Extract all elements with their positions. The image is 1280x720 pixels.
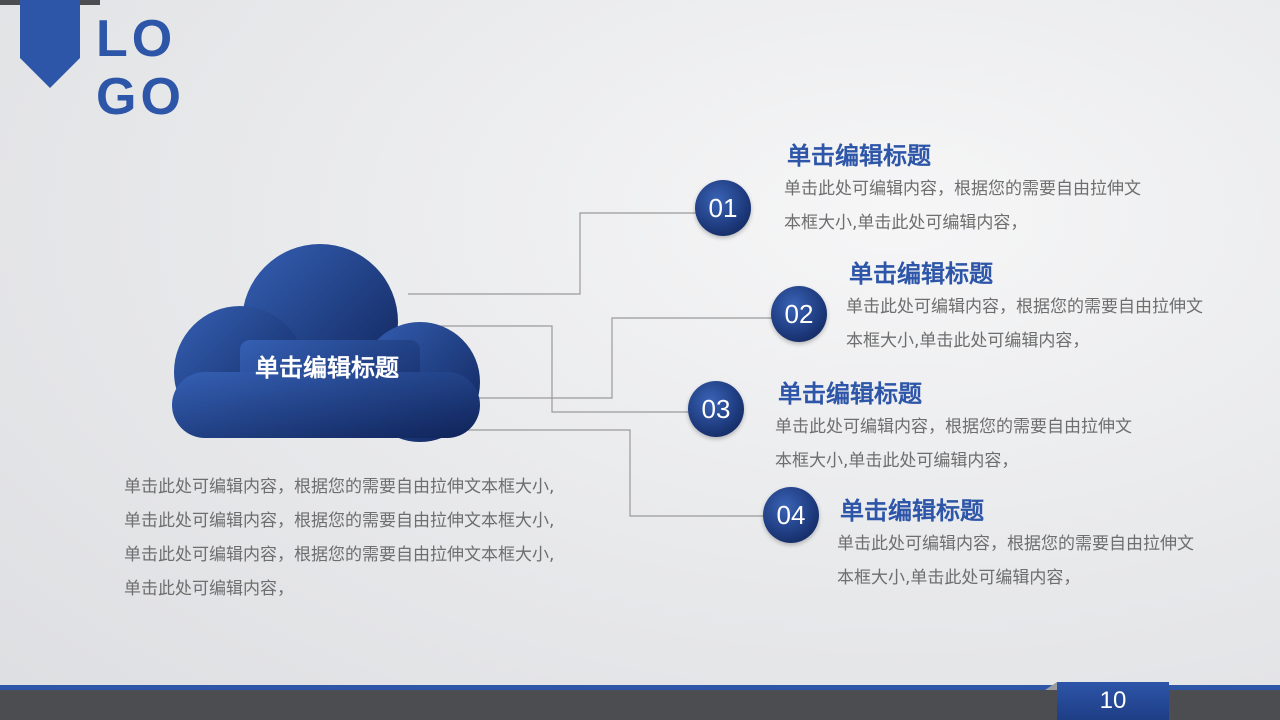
item-number-badge: 03 (688, 381, 744, 437)
item-title: 单击编辑标题 (787, 142, 931, 170)
item-description: 单击此处可编辑内容，根据您的需要自由拉伸文本框大小,单击此处可编辑内容， (775, 417, 1132, 471)
item-title: 单击编辑标题 (840, 497, 984, 525)
item-description: 单击此处可编辑内容，根据您的需要自由拉伸文本框大小,单击此处可编辑内容， (784, 179, 1141, 233)
item-description: 单击此处可编辑内容，根据您的需要自由拉伸文本框大小,单击此处可编辑内容， (837, 534, 1194, 588)
item-title: 单击编辑标题 (849, 260, 993, 288)
connector-03 (420, 325, 688, 413)
page-number-notch (1045, 682, 1057, 690)
logo-text: LOGO (96, 10, 185, 126)
connector-01 (408, 212, 696, 295)
connector-02 (470, 317, 772, 399)
footer-accent-line (0, 685, 1280, 690)
item-number-badge: 02 (771, 286, 827, 342)
cloud-title: 单击编辑标题 (255, 354, 399, 382)
item-description: 单击此处可编辑内容，根据您的需要自由拉伸文本框大小,单击此处可编辑内容， (846, 297, 1203, 351)
connector-04 (440, 429, 764, 517)
item-number-badge: 04 (763, 487, 819, 543)
logo-bookmark (20, 0, 80, 58)
item-number-badge: 01 (695, 180, 751, 236)
logo-bookmark-arrow (20, 58, 80, 88)
left-description: 单击此处可编辑内容，根据您的需要自由拉伸文本框大小,单击此处可编辑内容，根据您的… (124, 477, 555, 599)
page-number: 10 (1057, 682, 1169, 720)
cloud-shape (172, 244, 480, 442)
item-title: 单击编辑标题 (778, 380, 922, 408)
